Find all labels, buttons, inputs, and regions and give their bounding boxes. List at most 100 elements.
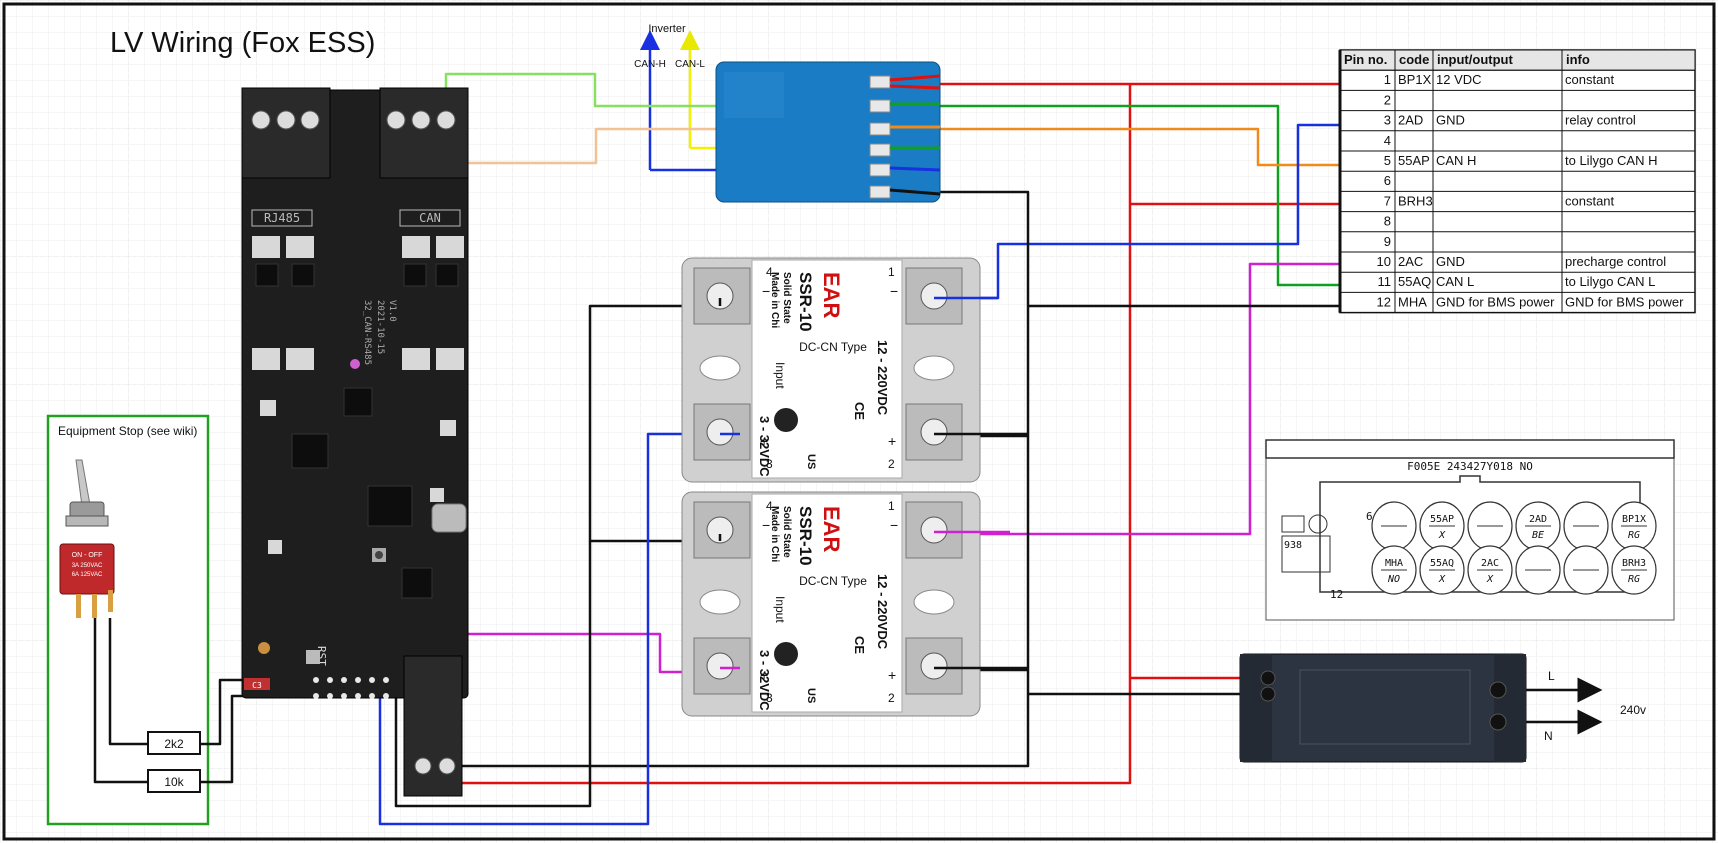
pin-table-cell: constant — [1565, 193, 1615, 208]
svg-text:EAR: EAR — [819, 506, 844, 553]
wire-black-gnd — [446, 190, 1030, 768]
svg-text:1: 1 — [888, 499, 895, 513]
pin-table-cell: 9 — [1384, 234, 1391, 249]
svg-text:3 - 32VDC: 3 - 32VDC — [757, 416, 772, 477]
pin-table-cell: 5 — [1384, 153, 1391, 168]
svg-text:−: − — [890, 283, 898, 299]
connector-cavity — [1515, 545, 1561, 595]
inverter-label: Inverter — [648, 23, 686, 35]
equipment-stop-group: Equipment Stop (see wiki) ON - OFF 3A 25… — [46, 414, 210, 826]
pin-table-cell: 2 — [1384, 92, 1391, 107]
pin-table-cell: 7 — [1384, 193, 1391, 208]
rj485-terminal — [241, 87, 331, 179]
pin-table-cell: to Lilygo CAN L — [1565, 274, 1655, 289]
pin-table-cell: constant — [1565, 72, 1615, 87]
wire-green-can-l — [880, 104, 1345, 287]
can-transceiver-board — [715, 61, 941, 203]
svg-text:SSR-10: SSR-10 — [796, 272, 815, 332]
connector-cavity-wire: RG — [1628, 530, 1640, 541]
pin-table-header-3: info — [1566, 52, 1590, 67]
svg-text:Made in Chi: Made in Chi — [769, 272, 780, 328]
svg-text:2: 2 — [888, 691, 895, 705]
svg-text:CE: CE — [852, 636, 867, 654]
svg-text:+: + — [888, 433, 896, 449]
svg-text:C3: C3 — [252, 681, 262, 690]
ssr-lower-type-label: DC-CN Type — [799, 574, 867, 588]
svg-text:12 - 220VDC: 12 - 220VDC — [875, 340, 890, 416]
svg-text:6: 6 — [1366, 510, 1373, 523]
svg-text:3: 3 — [766, 457, 773, 471]
connector-cavity — [1563, 545, 1609, 595]
psu-n-label: N — [1544, 729, 1553, 743]
usb-c-port — [431, 503, 467, 533]
pin-table-cell: BP1X — [1398, 72, 1432, 87]
svg-text:Made in Chi: Made in Chi — [769, 506, 780, 562]
connector-diagram: F005E 243427Y018 NO 938 6 1 12 7 55APX2A… — [1265, 439, 1675, 621]
svg-text:ON - OFF: ON - OFF — [72, 552, 103, 559]
board-date-silk: 2021-10-15 — [375, 300, 385, 354]
wire-orange-can-h — [880, 127, 1345, 167]
pin-table-cell: 2AD — [1398, 113, 1423, 128]
connector-header: F005E 243427Y018 NO — [1407, 460, 1533, 473]
connector-cavity-wire: X — [1486, 574, 1494, 585]
pin-table-cell: MHA — [1398, 294, 1427, 309]
pin-table-cell: 8 — [1384, 214, 1391, 229]
connector-cavity-wire: X — [1438, 574, 1446, 585]
connector-cavity: BP1X RG — [1611, 501, 1657, 551]
pin-table-frame — [1339, 49, 1696, 314]
board-model-silk: 32_CAN-RS485 — [362, 300, 372, 365]
svg-text:EAR: EAR — [819, 272, 844, 319]
pin-table-header-0: Pin no. — [1344, 52, 1387, 67]
connector-side-label: 938 — [1284, 540, 1302, 551]
resistor-2k2: 2k2 — [147, 731, 201, 755]
equipment-stop-box — [46, 414, 210, 826]
svg-text:4: 4 — [766, 265, 773, 279]
svg-text:6A 125VAC: 6A 125VAC — [72, 572, 103, 578]
svg-text:2: 2 — [888, 457, 895, 471]
diagram-title: LV Wiring (Fox ESS) — [110, 27, 375, 59]
connector-cavity-wire: BE — [1532, 530, 1544, 541]
svg-text:−: − — [890, 517, 898, 533]
resistor-10k: 10k — [147, 769, 201, 793]
pin-table-cell: 12 — [1377, 294, 1391, 309]
svg-text:3: 3 — [766, 691, 773, 705]
svg-text:+: + — [760, 667, 768, 683]
connector-cavity-code: BRH3 — [1622, 558, 1646, 569]
pin-table-cell: GND for BMS power — [1565, 294, 1684, 309]
connector-cavity-code: MHA — [1385, 558, 1403, 569]
pin-table-cell: GND for BMS power — [1436, 294, 1555, 309]
ssr-upper: EAR SSR-10 Solid State Made in Chi Input… — [681, 257, 981, 483]
resistor-2k2-label: 2k2 — [164, 737, 184, 751]
connector-cavity — [1467, 501, 1513, 551]
svg-text:12: 12 — [1330, 588, 1343, 601]
board-ver-silk: V1.0 — [387, 300, 397, 322]
power-supply: L N 240v — [1239, 653, 1646, 763]
svg-text:US: US — [805, 688, 817, 703]
svg-text:US: US — [805, 454, 817, 469]
pin-table-cell: GND — [1436, 254, 1465, 269]
svg-text:Input: Input — [773, 596, 787, 623]
toggle-switch-icon: ON - OFF 3A 250VAC 6A 125VAC — [59, 459, 115, 618]
pin-table-cell: to Lilygo CAN H — [1565, 153, 1657, 168]
can-terminal — [379, 87, 469, 179]
connector-cavity-wire: X — [1438, 530, 1446, 541]
svg-text:12 - 220VDC: 12 - 220VDC — [875, 574, 890, 650]
pin-table-cell: 4 — [1384, 133, 1391, 148]
pin-table-cell: 11 — [1378, 274, 1392, 289]
lilygo-board: RJ485 CAN 32_CAN-RS485 2021-10-15 V1.0 R… — [241, 87, 469, 797]
connector-outline — [1319, 475, 1641, 593]
connector-cavity-code: 2AC — [1481, 558, 1499, 569]
connector-cavity-code: BP1X — [1622, 514, 1646, 525]
pin-table-cell: 55AQ — [1398, 274, 1431, 289]
pin-table-cell: 1 — [1384, 72, 1391, 87]
connector-cavity — [1563, 501, 1609, 551]
pin-table-cell: 6 — [1384, 173, 1391, 188]
ssr-lower: EAR SSR-10 Solid State Made in Chi Input… — [681, 491, 981, 717]
svg-text:Input: Input — [773, 362, 787, 389]
